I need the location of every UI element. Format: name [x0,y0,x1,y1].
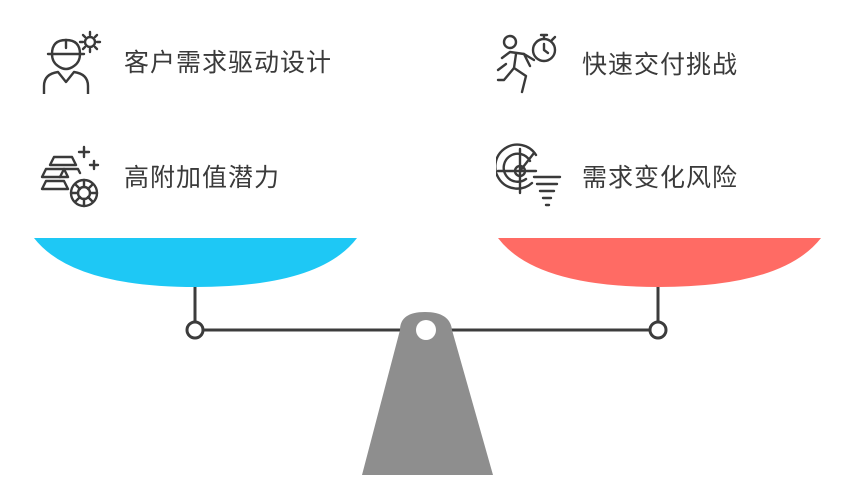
gold-bars-icon [40,145,100,208]
engineer-with-gear-icon [42,30,102,94]
left-item-customer-driven: 客户需求驱动设计 [38,28,332,94]
right-joint [648,320,668,340]
left-item-high-value: 高附加值潜力 [38,143,280,209]
left-joint [185,320,205,340]
item-label: 高附加值潜力 [124,163,281,192]
running-person-stopwatch-icon [496,33,557,94]
item-label: 客户需求驱动设计 [124,48,333,77]
scale-stand [362,312,493,475]
right-item-fast-delivery: 快速交付挑战 [496,30,738,96]
right-item-change-risk: 需求变化风险 [496,143,738,209]
radar-tornado-icon [496,143,562,207]
left-pan [34,238,357,287]
item-label: 快速交付挑战 [582,50,739,79]
right-pan [498,238,821,287]
pivot-hole [416,320,436,340]
item-label: 需求变化风险 [582,163,739,192]
